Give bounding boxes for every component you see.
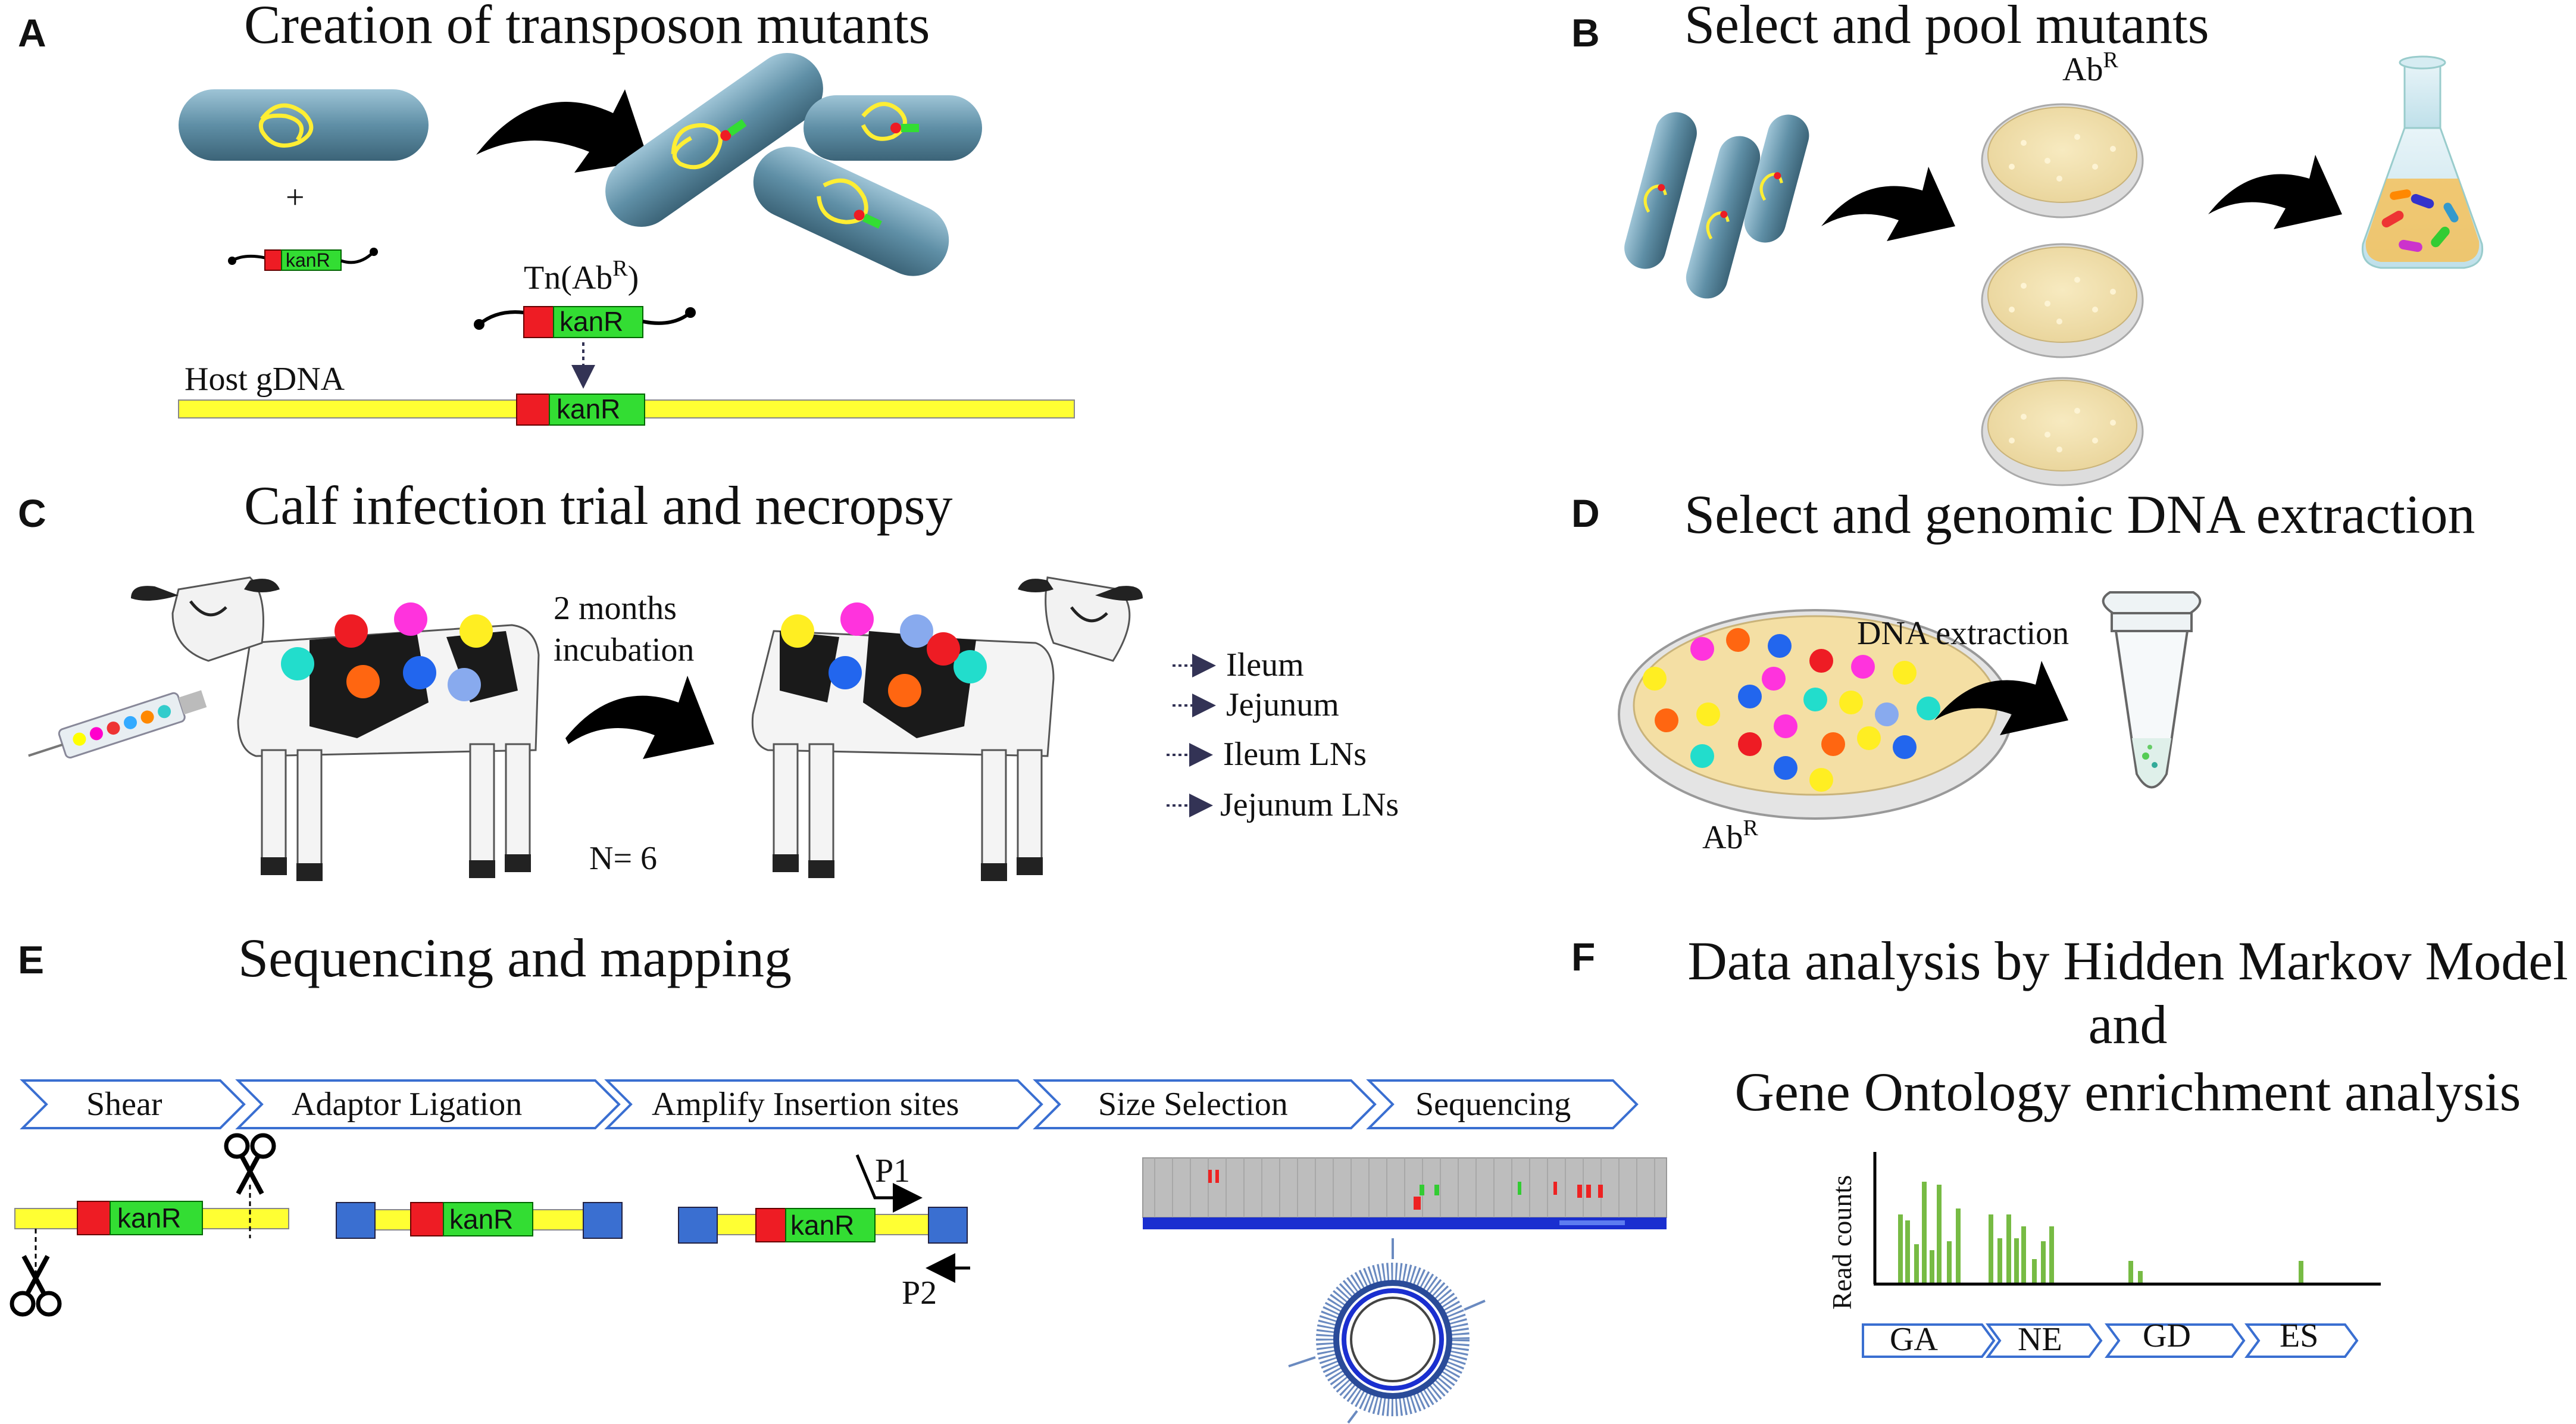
calf-after-icon (751, 576, 1143, 881)
read-count-bars (1898, 1182, 2303, 1283)
agar-plate-3 (1981, 377, 2144, 486)
step-chevron (235, 1079, 621, 1129)
kanr-small-label: kanR (286, 249, 330, 271)
n-label: N= 6 (589, 840, 657, 877)
category-es: ES (2280, 1317, 2318, 1354)
panel-f: F Data analysis by Hidden Markov Model a… (1571, 930, 2568, 1358)
pipeline-steps: Shear Adaptor Ligation Amplify Insertion… (20, 1079, 1639, 1129)
panel-d-title: Select and genomic DNA extraction (1684, 484, 2475, 545)
panel-d-ab-label: AbR (1702, 816, 1758, 856)
curved-arrow-icon (1934, 661, 2068, 735)
host-gdna-label: Host gDNA (185, 361, 345, 398)
panel-b: B Select and pool mutants AbR (1571, 0, 2484, 486)
tissue-list: Ileum Jejunum Ileum LNs Jejunum LNs (1167, 647, 1399, 823)
step-sequencing: Sequencing (1415, 1086, 1571, 1123)
curved-arrow-icon (1821, 167, 1955, 241)
kanr-e1-label: kanR (117, 1203, 181, 1233)
panel-f-title-line2: and (2089, 994, 2168, 1055)
mutant-bacteria-b (1624, 112, 1809, 299)
mutant-bacteria (605, 52, 982, 276)
panel-b-title: Select and pool mutants (1684, 0, 2209, 55)
step-chevron (604, 1079, 1043, 1129)
kanr-tn-label: kanR (559, 306, 623, 337)
step-chevron (20, 1079, 246, 1129)
step-chevron (1366, 1079, 1639, 1129)
curved-arrow-icon (476, 89, 649, 173)
category-ga: GA (1890, 1321, 1938, 1358)
panel-e-title: Sequencing and mapping (238, 928, 792, 988)
primer-p1-label: P1 (875, 1153, 910, 1189)
panel-a: A Creation of transposon mutants + kanR (18, 0, 1075, 426)
sequencing-reads (1142, 1157, 1667, 1229)
step-size-selection: Size Selection (1098, 1086, 1288, 1123)
curved-arrow-icon (2208, 155, 2342, 229)
panel-c-label: C (18, 491, 46, 535)
tissue-ileum: Ileum (1226, 647, 1304, 683)
gene-category-chevrons: GA NE GD ES (1862, 1317, 2359, 1358)
tissue-jejunum-lns: Jejunum LNs (1220, 786, 1399, 823)
agar-plates (1981, 103, 2144, 486)
step-chevron (1033, 1079, 1377, 1129)
step-adaptor-ligation: Adaptor Ligation (292, 1086, 522, 1123)
category-chevron (1986, 1323, 2103, 1358)
plus-sign: + (286, 179, 305, 216)
category-chevron (2244, 1323, 2359, 1358)
colony-plate-icon (1618, 609, 2013, 820)
dna-extraction-label: DNA extraction (1857, 615, 2069, 652)
kanr-e3-label: kanR (790, 1210, 854, 1241)
primer-p2-label: P2 (902, 1275, 937, 1311)
panel-c: C Calf infection trial and necropsy (18, 475, 1399, 881)
scissors-icon (224, 1133, 276, 1195)
category-ne: NE (2018, 1321, 2062, 1358)
panel-c-title: Calf infection trial and necropsy (244, 475, 952, 536)
host-gdna-bar: kanR (178, 394, 1075, 426)
panel-f-title-line1: Data analysis by Hidden Markov Model (1687, 930, 2568, 991)
shear-construct: kanR (14, 1185, 289, 1274)
agar-plate-2 (1981, 243, 2144, 358)
category-chevron (2105, 1323, 2246, 1358)
panel-d: D Select and genomic DNA extraction (1571, 484, 2475, 856)
kanr-e2-label: kanR (449, 1204, 513, 1235)
amplify-construct: kanR P1 P2 (678, 1153, 970, 1311)
calf-before-icon (131, 576, 540, 881)
agar-plate-1 (1981, 103, 2144, 218)
category-chevron (1862, 1323, 1996, 1358)
panel-a-title: Creation of transposon mutants (244, 0, 930, 55)
tube-icon (2102, 591, 2202, 789)
transposon-small: kanR (228, 248, 378, 271)
panel-e-label: E (18, 938, 44, 982)
tissue-jejunum: Jejunum (1226, 686, 1339, 723)
incubation-line2: incubation (554, 632, 694, 669)
plot-axes (1873, 1152, 2381, 1286)
panel-b-ab-label: AbR (2062, 48, 2118, 88)
tn-label: Tn(AbR) (524, 256, 639, 296)
read-counts-label: Read counts (1827, 1175, 1857, 1310)
panel-b-label: B (1571, 11, 1600, 55)
curved-arrow-icon (565, 676, 714, 759)
panel-f-label: F (1571, 935, 1595, 979)
kanr-host-label: kanR (557, 394, 620, 424)
circular-genome-icon (1288, 1238, 1486, 1424)
panel-d-label: D (1571, 491, 1600, 535)
scissors-icon (10, 1255, 62, 1317)
tissue-ileum-lns: Ileum LNs (1223, 736, 1367, 773)
bacterium-icon (179, 89, 429, 161)
panel-e: E Sequencing and mapping Shear Adaptor L… (10, 928, 1667, 1424)
panel-f-title-line3: Gene Ontology enrichment analysis (1735, 1061, 2521, 1122)
adaptor-construct: kanR (336, 1202, 623, 1239)
transposon-large: kanR (474, 306, 696, 338)
category-gd: GD (2143, 1317, 2191, 1354)
step-shear: Shear (86, 1086, 162, 1123)
syringe-icon (28, 690, 207, 759)
panel-a-label: A (18, 11, 46, 55)
incubation-line1: 2 months (554, 590, 677, 627)
flask-icon (2361, 55, 2484, 269)
step-amplify: Amplify Insertion sites (652, 1086, 959, 1123)
